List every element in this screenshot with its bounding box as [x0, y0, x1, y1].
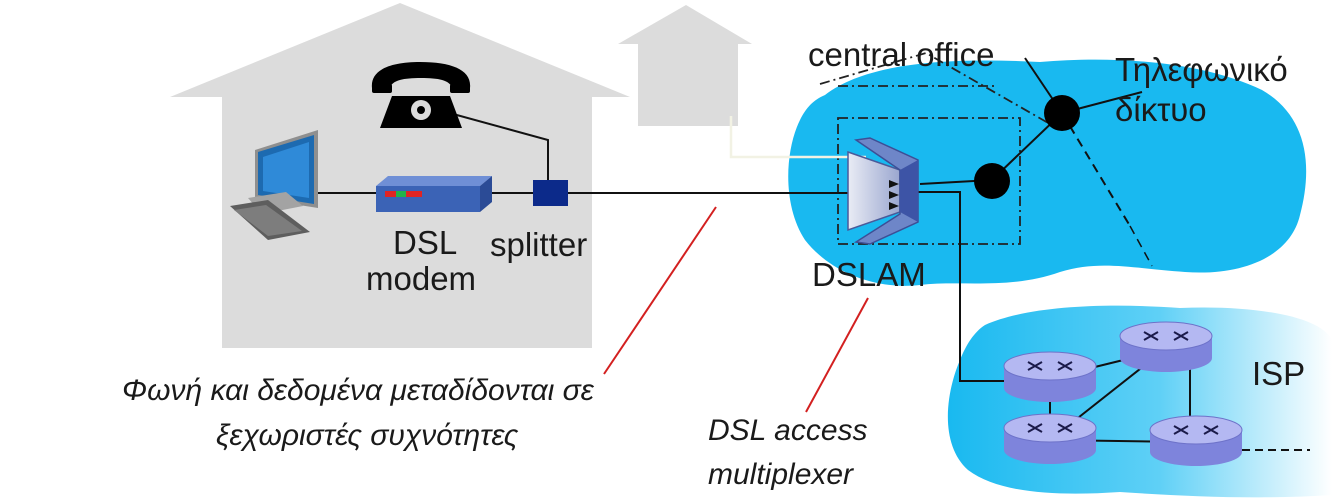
- dsl-access-caption-line2: multiplexer: [708, 458, 854, 491]
- central-office-boundary: [819, 52, 1051, 245]
- annotation-pointers: [603, 206, 869, 413]
- isp-label: ISP: [1252, 355, 1306, 392]
- dslam-isp-link: [918, 191, 1014, 382]
- voice-data-caption-line1: Φωνή και δεδομένα μεταδίδονται σε: [122, 374, 594, 407]
- phone-network-label-line2: δίκτυο: [1115, 91, 1207, 128]
- router-icon: [1119, 321, 1213, 372]
- phone-network-label-line1: Τηλεφωνικό: [1115, 51, 1288, 88]
- dsl-access-caption-line1: DSL access: [708, 414, 868, 447]
- dsl-modem-label-line2: modem: [366, 260, 477, 297]
- splitter-icon: [533, 180, 568, 206]
- phone-network-cloud: [788, 59, 1307, 286]
- switch-node-icon: [974, 163, 1010, 199]
- router-icon: [1003, 413, 1097, 464]
- dsl-modem-label-line1: DSL: [393, 224, 458, 261]
- dslam-label: DSLAM: [812, 256, 926, 293]
- neighbor-house-icon: [618, 5, 752, 126]
- central-office-label: central office: [808, 36, 995, 73]
- router-icon: [1003, 351, 1097, 402]
- dslam-icon: [847, 137, 919, 245]
- neighbor-line: [729, 116, 866, 159]
- telephone-icon: [371, 62, 471, 128]
- dsl-modem-icon: [376, 176, 492, 212]
- voice-data-caption-line2: ξεχωριστές συχνότητες: [216, 419, 519, 452]
- router-icon: [1149, 415, 1243, 466]
- splitter-label: splitter: [490, 226, 588, 263]
- home-house-icon: [170, 3, 630, 348]
- switch-node-icon: [1044, 95, 1080, 131]
- computer-icon: [230, 130, 318, 240]
